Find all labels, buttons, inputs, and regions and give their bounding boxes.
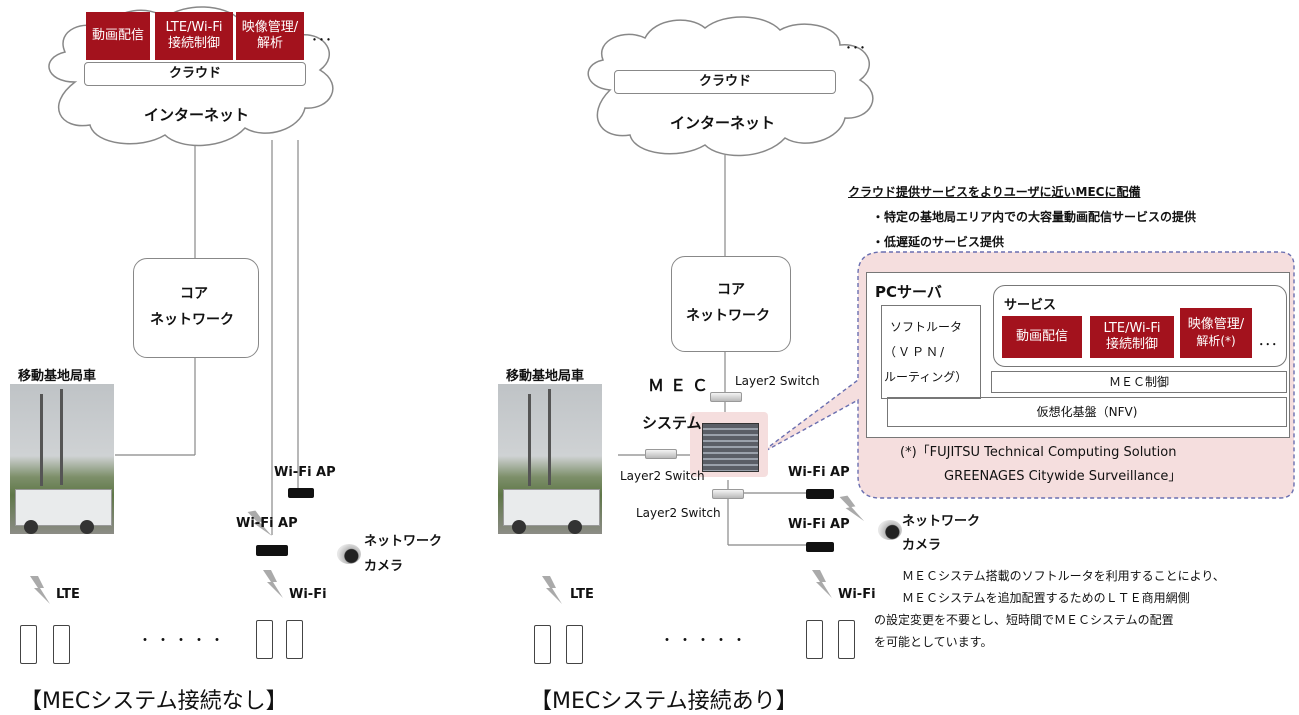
core-network-label-1: コア [717,282,745,298]
service-video-left: 動画配信 [86,12,150,60]
service-image-left: 映像管理/ 解析 [236,12,304,60]
service-video-label: 動画配信 [91,28,144,43]
core-network-left: コア ネットワーク [133,258,259,358]
phone-icon [20,625,37,664]
switch-label-bottom: Layer2 Switch [636,506,721,520]
service-image-label-1: 映像管理/ [241,20,299,35]
switch-icon [712,489,744,499]
dots-right: ・・・・・ [660,633,750,649]
phone-icon [534,625,551,664]
vehicle-photo-right [498,384,602,534]
switch-label-top: Layer2 Switch [735,374,820,388]
service-lte-label-2: 接続制御 [167,36,220,51]
service-video-right: 動画配信 [1002,316,1082,358]
pc-server-box: PCサーバ ソフトルータ （ＶＰＮ/ ルーティング） サービス 動画配信 LTE… [866,272,1290,438]
wifi-ap-icon [288,488,314,498]
service-lte-label-2: 接続制御 [1105,337,1158,352]
caption-left: 【MECシステム接続なし】 [20,689,288,714]
note-line-1: ＭＥＣシステム搭載のソフトルータを利用することにより、 [902,569,1225,583]
dots-left: ・・・・・ [138,633,228,649]
services-box: サービス 動画配信 LTE/Wi-Fi 接続制御 映像管理/ 解析(*) ･･･ [993,285,1287,367]
phone-icon [566,625,583,664]
camera-label-left-2: カメラ [364,559,404,574]
service-image-label-2: 解析 [256,36,283,51]
lte-label-left: LTE [56,587,80,602]
phone-icon [256,620,273,659]
soft-router-label-1: ソフトルータ [890,320,963,334]
camera-icon [337,544,361,564]
mec-label-1: ＭＥＣ [648,376,715,395]
wifi-ap-label-left-1: Wi-Fi AP [274,465,336,480]
switch-icon [645,449,677,459]
wifi-ap-label-left-2: Wi-Fi AP [236,516,298,531]
vehicle-label-right: 移動基地局車 [506,369,585,384]
phone-icon [838,620,855,659]
services-title: サービス [1004,298,1057,313]
cloud-box-right: クラウド [614,70,836,94]
wifi-ap-icon [806,489,834,499]
camera-label-right-1: ネットワーク [902,514,981,529]
core-network-label-2: ネットワーク [686,308,770,324]
switch-icon [710,392,742,402]
wifi-ap-icon [256,545,288,556]
camera-label-right-2: カメラ [902,538,942,553]
footnote-2: GREENAGES Citywide Surveillance」 [944,469,1182,484]
wifi-ap-icon [806,542,834,552]
vehicle-label-left: 移動基地局車 [18,369,97,384]
phone-icon [286,620,303,659]
note-line-3: の設定変更を不要とし、短時間でＭＥＣシステムの配置 [874,613,1174,627]
service-lte-label-1: LTE/Wi-Fi [165,20,223,35]
core-network-label-2: ネットワーク [150,312,234,328]
switch-label-left: Layer2 Switch [620,469,705,483]
phone-icon [53,625,70,664]
core-network-right: コア ネットワーク [671,256,791,352]
server-icon [702,423,759,472]
bullet-2: ・低遅延のサービス提供 [872,235,1005,249]
service-video-label: 動画配信 [1015,329,1068,344]
note-line-4: を可能としています。 [874,635,993,649]
wifi-ap-label-right-1: Wi-Fi AP [788,465,850,480]
vehicle-photo-left [10,384,114,534]
note-line-2: ＭＥＣシステムを追加配置するためのＬＴＥ商用網側 [902,591,1190,605]
caption-right: 【MECシステム接続あり】 [530,689,798,714]
mec-control-box: ＭＥＣ制御 [991,371,1287,393]
more-dots-left: ･･･ [311,33,332,49]
service-image-label-1: 映像管理/ [1187,317,1245,332]
soft-router-label-2: （ＶＰＮ/ [884,345,947,359]
more-dots-right: ･･･ [845,41,866,57]
phone-icon [806,620,823,659]
internet-label-right: インターネット [670,114,776,132]
wifi-ap-label-right-2: Wi-Fi AP [788,517,850,532]
wifi-label-left: Wi-Fi [289,587,327,602]
wifi-label-right: Wi-Fi [838,587,876,602]
pc-server-title: PCサーバ [875,283,942,301]
soft-router-box: ソフトルータ （ＶＰＮ/ ルーティング） [881,305,981,399]
camera-icon [878,520,902,540]
soft-router-label-3: ルーティング） [884,370,968,384]
core-network-label-1: コア [180,286,208,302]
mec-label-2: システム [642,414,702,432]
bullet-1: ・特定の基地局エリア内での大容量動画配信サービスの提供 [872,210,1197,224]
service-image-right: 映像管理/ 解析(*) [1180,308,1252,358]
service-lte-right: LTE/Wi-Fi 接続制御 [1090,316,1174,358]
camera-label-left-1: ネットワーク [364,534,443,549]
footnote-1: (*)「FUJITSU Technical Computing Solution [900,445,1177,460]
more-dots-server: ･･･ [1258,338,1278,353]
service-image-label-2: 解析(*) [1196,334,1236,348]
nfv-box: 仮想化基盤（NFV) [887,397,1287,427]
service-lte-left: LTE/Wi-Fi 接続制御 [155,12,233,60]
cloud-box-left: クラウド [84,62,306,86]
internet-label-left: インターネット [144,106,250,124]
headline: クラウド提供サービスをよりユーザに近いMECに配備 [848,185,1141,199]
service-lte-label-1: LTE/Wi-Fi [1103,321,1161,336]
lte-label-right: LTE [570,587,594,602]
